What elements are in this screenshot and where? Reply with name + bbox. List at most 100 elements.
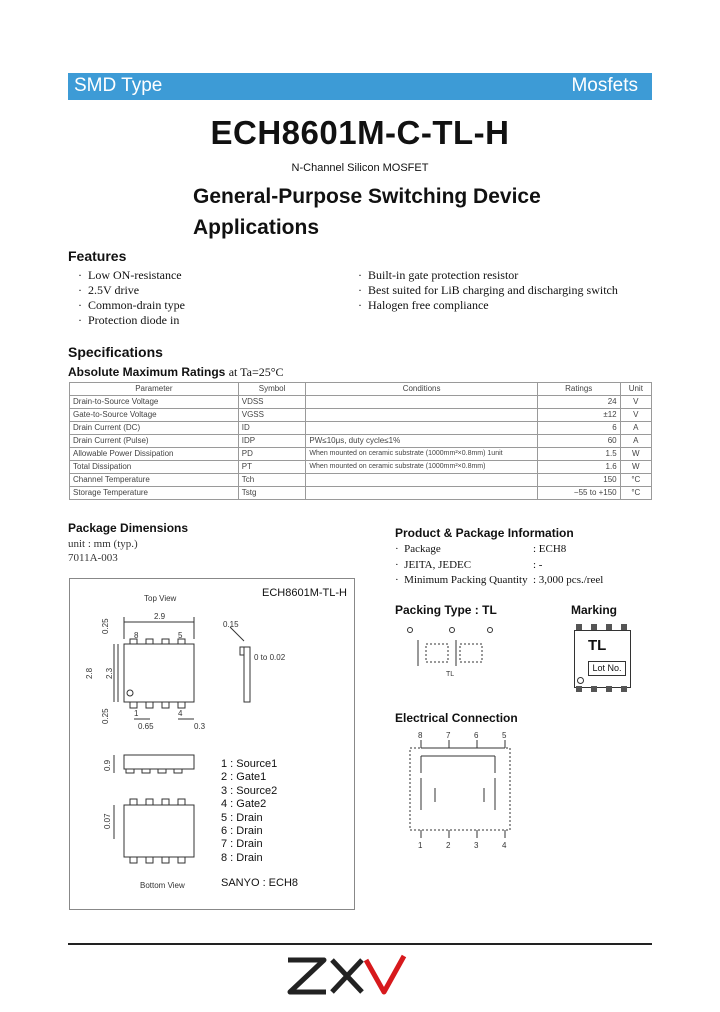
company-logo bbox=[287, 954, 407, 995]
cell-conditions bbox=[305, 408, 538, 422]
table-header-row: Parameter Symbol Conditions Ratings Unit bbox=[69, 382, 653, 396]
col-header: Parameter bbox=[69, 382, 239, 396]
package-unit: unit : mm (typ.) bbox=[68, 538, 138, 550]
cell-parameter: Total Dissipation bbox=[69, 460, 239, 474]
pin-item: 8 : Drain bbox=[221, 851, 263, 864]
pin-item: 2 : Gate1 bbox=[221, 771, 267, 784]
cell-conditions bbox=[305, 473, 538, 487]
cell-parameter: Gate-to-Source Voltage bbox=[69, 408, 239, 422]
cell-parameter: Drain Current (DC) bbox=[69, 421, 239, 435]
feature-item: Protection diode in bbox=[78, 313, 185, 328]
ec-pin-top: 5 bbox=[502, 731, 507, 740]
pin-assignment-list: 1 : Source1 2 : Gate1 3 : Source2 4 : Ga… bbox=[221, 758, 277, 865]
ec-pin-top: 7 bbox=[446, 731, 451, 740]
cell-rating: 150 bbox=[536, 473, 621, 487]
product-info-list: Package: ECH8 JEITA, JEDEC: - Minimum Pa… bbox=[395, 542, 603, 589]
header-type: Mosfets bbox=[571, 75, 638, 96]
cell-unit: V bbox=[619, 395, 653, 409]
device-subtitle: N-Channel Silicon MOSFET bbox=[291, 162, 429, 174]
pin-item: 5 : Drain bbox=[221, 811, 263, 824]
dim-p: 0.65 bbox=[138, 722, 154, 731]
pin-item: 3 : Source2 bbox=[221, 784, 278, 797]
dim-e: 0.25 bbox=[101, 708, 110, 724]
electrical-connection-heading: Electrical Connection bbox=[395, 711, 518, 725]
product-info-value: : 3,000 pcs./reel bbox=[533, 574, 604, 586]
cell-conditions bbox=[305, 395, 538, 409]
feature-item: Built-in gate protection resistor bbox=[358, 268, 618, 283]
package-code: 7011A-003 bbox=[68, 552, 118, 564]
table-row: Drain Current (Pulse) IDP PW≤10μs, duty … bbox=[69, 434, 653, 448]
cell-symbol: IDP bbox=[237, 434, 307, 448]
cell-symbol: VDSS bbox=[237, 395, 307, 409]
cell-parameter: Allowable Power Dissipation bbox=[69, 447, 239, 461]
marking-pin1-dot bbox=[577, 677, 584, 684]
pin-top-left: 8 bbox=[134, 631, 139, 640]
package-drawing: Top View 2.9 0.25 0.15 0 to 0.02 2.8 2.3… bbox=[85, 594, 286, 890]
pin-bottom-right: 4 bbox=[178, 709, 183, 718]
col-header: Unit bbox=[619, 382, 653, 396]
ec-pin-bottom: 2 bbox=[446, 841, 451, 850]
ratings-table: Parameter Symbol Conditions Ratings Unit… bbox=[69, 382, 653, 500]
feature-item: Common-drain type bbox=[78, 298, 185, 313]
cell-unit: A bbox=[619, 434, 653, 448]
marking-top-pins bbox=[576, 624, 627, 630]
dim-q: 0.3 bbox=[194, 722, 206, 731]
ec-pin-top: 8 bbox=[418, 731, 423, 740]
cell-rating: 1.5 bbox=[536, 447, 621, 461]
marking-lot: Lot No. bbox=[588, 661, 626, 676]
electrical-connection-diagram: 8 7 6 5 1 2 3 4 bbox=[409, 731, 511, 850]
dim-c: 0 to 0.02 bbox=[254, 653, 286, 662]
packing-type-heading: Packing Type : TL bbox=[395, 603, 497, 617]
pin-bottom-left: 1 bbox=[134, 709, 139, 718]
pin-top-right: 5 bbox=[178, 631, 183, 640]
cell-symbol: PD bbox=[237, 447, 307, 461]
dim-a: 0.25 bbox=[101, 618, 110, 634]
feature-item: 2.5V drive bbox=[78, 283, 185, 298]
package-dimensions-heading: Package Dimensions bbox=[68, 521, 189, 535]
cell-symbol: PT bbox=[237, 460, 307, 474]
cell-symbol: VGSS bbox=[237, 408, 307, 422]
product-info-label: Minimum Packing Quantity bbox=[395, 573, 533, 589]
product-info-item: Minimum Packing Quantity: 3,000 pcs./ree… bbox=[395, 573, 603, 589]
dim-h2: 2.3 bbox=[105, 667, 114, 679]
cell-rating: 1.6 bbox=[536, 460, 621, 474]
col-header: Symbol bbox=[237, 382, 307, 396]
header-bar bbox=[68, 73, 652, 100]
features-right-list: Built-in gate protection resistor Best s… bbox=[358, 268, 618, 313]
cell-symbol: Tch bbox=[237, 473, 307, 487]
cell-unit: °C bbox=[619, 486, 653, 500]
cell-rating: 24 bbox=[536, 395, 621, 409]
ec-pin-bottom: 1 bbox=[418, 841, 423, 850]
table-row: Allowable Power Dissipation PD When moun… bbox=[69, 447, 653, 461]
product-info-item: Package: ECH8 bbox=[395, 542, 603, 558]
cell-conditions bbox=[305, 421, 538, 435]
feature-item: Best suited for LiB charging and dischar… bbox=[358, 283, 618, 298]
part-number: ECH8601M-C-TL-H bbox=[210, 114, 510, 151]
product-info-heading: Product & Package Information bbox=[395, 526, 574, 540]
product-info-value: : - bbox=[533, 558, 543, 571]
table-row: Total Dissipation PT When mounted on cer… bbox=[69, 460, 653, 474]
packing-tape-drawing: TL bbox=[407, 627, 493, 678]
feature-item: Halogen free compliance bbox=[358, 298, 618, 313]
amr-condition: at Ta=25°C bbox=[228, 365, 284, 379]
features-heading: Features bbox=[68, 248, 127, 264]
table-row: Channel Temperature Tch 150 °C bbox=[69, 473, 653, 487]
marking-code: TL bbox=[588, 637, 607, 654]
cell-parameter: Channel Temperature bbox=[69, 473, 239, 487]
top-view-label: Top View bbox=[144, 594, 177, 603]
cell-parameter: Drain-to-Source Voltage bbox=[69, 395, 239, 409]
package-box-title: ECH8601M-TL-H bbox=[262, 587, 347, 599]
cell-unit: W bbox=[619, 447, 653, 461]
packing-tape-label: TL bbox=[446, 671, 454, 678]
cell-rating: −55 to +150 bbox=[536, 486, 621, 500]
cell-rating: 6 bbox=[536, 421, 621, 435]
table-row: Storage Temperature Tstg −55 to +150 °C bbox=[69, 486, 653, 500]
ec-pin-top: 6 bbox=[474, 731, 479, 740]
amr-title-text: Absolute Maximum Ratings bbox=[68, 365, 226, 379]
dim-h1: 2.8 bbox=[85, 667, 94, 679]
cell-rating: 60 bbox=[536, 434, 621, 448]
col-header: Conditions bbox=[305, 382, 538, 396]
table-row: Drain-to-Source Voltage VDSS 24 V bbox=[69, 395, 653, 409]
cell-rating: ±12 bbox=[536, 408, 621, 422]
bottom-view-label: Bottom View bbox=[140, 881, 185, 890]
